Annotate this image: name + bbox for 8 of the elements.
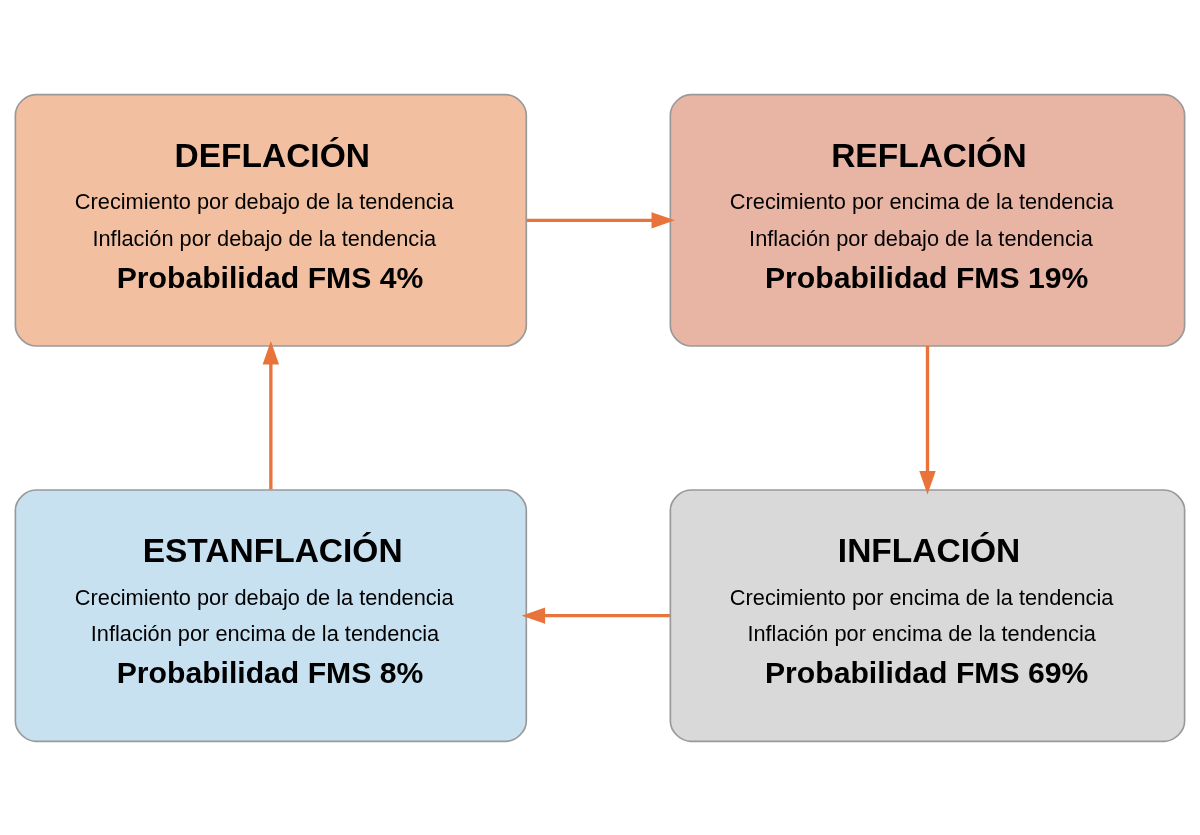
node-box: DEFLACIÓN Crecimiento por debajo de la tendencia Inflación por debajo de la tendencia Probabilidad FMS 4% [14,93,528,347]
arrow [919,345,936,494]
node-box: INFLACIÓN Crecimiento por encima de la tendencia Inflación por encima de la tendencia Probabilidad FMS 69% [669,488,1186,742]
arrow [526,211,675,229]
arrow [521,606,670,624]
node-box: ESTANFLACIÓN Crecimiento por debajo de la tendencia Inflación por encima de la tendencia Probabilidad FMS 8% [14,488,528,742]
arrow [262,340,280,489]
node-box: REFLACIÓN Crecimiento por encima de la tendencia Inflación por debajo de la tendencia Probabilidad FMS 19% [669,93,1186,347]
